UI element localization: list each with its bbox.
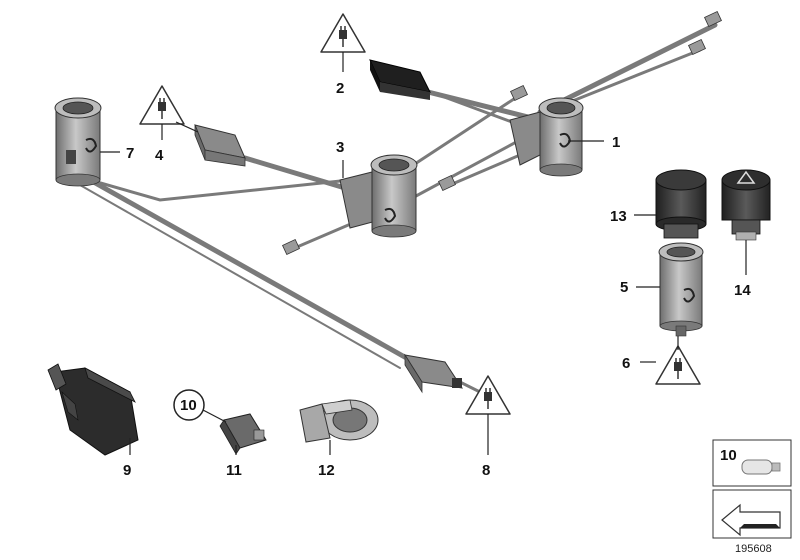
part-12 — [299, 399, 379, 443]
callout-12: 12 — [318, 462, 335, 479]
cap-14 — [721, 169, 771, 241]
warning-plug-icon-4 — [139, 85, 185, 125]
callout-6: 6 — [622, 355, 630, 372]
arrow-icon — [721, 503, 781, 537]
warning-plug-icon-6 — [655, 345, 701, 385]
cable-end-tabs — [282, 10, 722, 256]
callout-7: 7 — [126, 145, 134, 162]
callout-2: 2 — [336, 80, 344, 97]
part-11 — [219, 413, 267, 455]
warning-plug-icon-2 — [320, 13, 366, 53]
callout-4: 4 — [155, 147, 164, 164]
warning-plug-icon-8 — [465, 375, 511, 415]
socket-1 — [509, 97, 584, 177]
reference-id: 195608 — [735, 543, 772, 555]
socket-5 — [658, 242, 704, 337]
callout-9: 9 — [123, 462, 131, 479]
connector-2 — [369, 59, 431, 100]
callout-8: 8 — [482, 462, 490, 479]
callout-3: 3 — [336, 139, 344, 156]
callout-11: 11 — [226, 462, 242, 479]
callout-circle — [173, 389, 205, 421]
callout-1: 1 — [612, 134, 620, 151]
socket-7 — [54, 97, 102, 187]
connector-8 — [403, 353, 464, 394]
leader-lines — [100, 52, 747, 455]
bulb-icon — [741, 459, 781, 475]
callout-13: 13 — [610, 208, 627, 225]
connector-4 — [194, 124, 246, 167]
callout-10: 10 — [180, 397, 197, 414]
legend-part-number: 10 — [720, 447, 737, 464]
legend-box: 10 — [712, 439, 792, 539]
callout-5: 5 — [620, 279, 628, 296]
cap-13 — [655, 169, 707, 239]
callout-14: 14 — [734, 282, 751, 299]
part-9 — [47, 363, 139, 456]
socket-3 — [339, 154, 418, 238]
